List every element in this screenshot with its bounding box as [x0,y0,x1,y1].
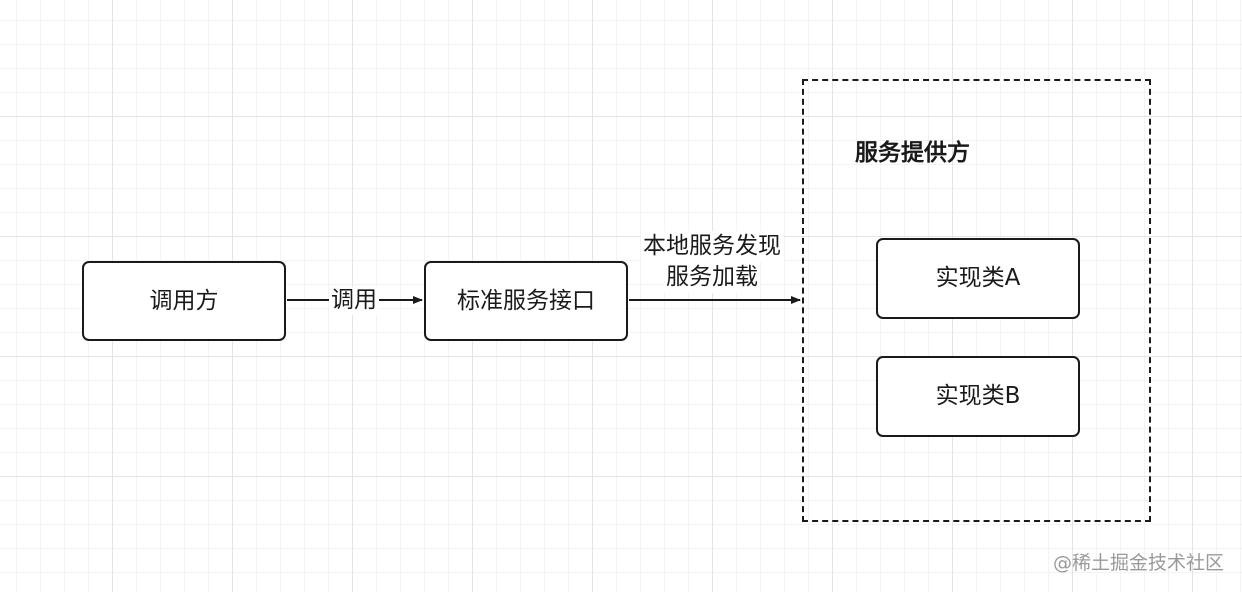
node-service-interface[interactable]: 标准服务接口 [424,261,628,341]
edge-load-label: 本地服务发现 服务加载 [628,231,796,293]
node-caller-label: 调用方 [149,287,219,314]
node-impl-b-label: 实现类B [935,383,1021,409]
node-caller[interactable]: 调用方 [82,261,286,341]
edge-load-label-line1: 本地服务发现 [641,231,783,262]
edge-load-label-line2: 服务加载 [664,262,760,293]
group-service-provider[interactable] [802,79,1151,522]
edge-call-label: 调用 [329,287,379,315]
node-service-interface-label: 标准服务接口 [457,287,595,314]
node-impl-a-label: 实现类A [935,265,1021,291]
group-service-provider-title: 服务提供方 [855,140,970,166]
node-impl-b[interactable]: 实现类B [876,356,1080,437]
watermark: @稀土掘金技术社区 [1052,552,1224,574]
node-impl-a[interactable]: 实现类A [876,238,1080,319]
